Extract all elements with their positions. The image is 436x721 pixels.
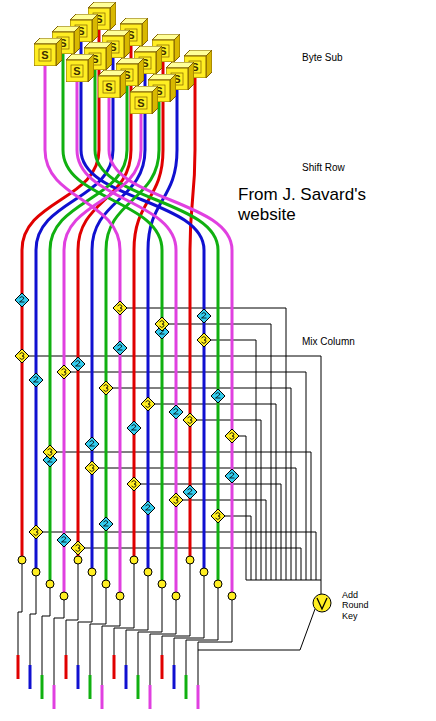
s-box: S xyxy=(98,70,126,98)
s-box: S xyxy=(66,54,94,82)
byte-wires xyxy=(22,30,232,596)
key-stubs xyxy=(18,655,198,709)
source-note: From J. Savard's website xyxy=(236,185,390,224)
step-label: Mix Column xyxy=(300,336,357,348)
step-label: Add Round Key xyxy=(340,590,378,621)
xor-dots xyxy=(18,556,236,600)
s-box: S xyxy=(34,38,62,66)
s-box: S xyxy=(130,86,158,114)
mix-multipliers xyxy=(15,293,239,555)
s-box-label: S xyxy=(130,93,152,113)
step-label: Shift Row xyxy=(300,162,347,174)
s-box-label: S xyxy=(34,45,56,65)
step-label: Byte Sub xyxy=(300,52,345,64)
s-box-label: S xyxy=(98,77,120,97)
s-box-label: S xyxy=(66,61,88,81)
xor-symbol xyxy=(313,594,331,612)
